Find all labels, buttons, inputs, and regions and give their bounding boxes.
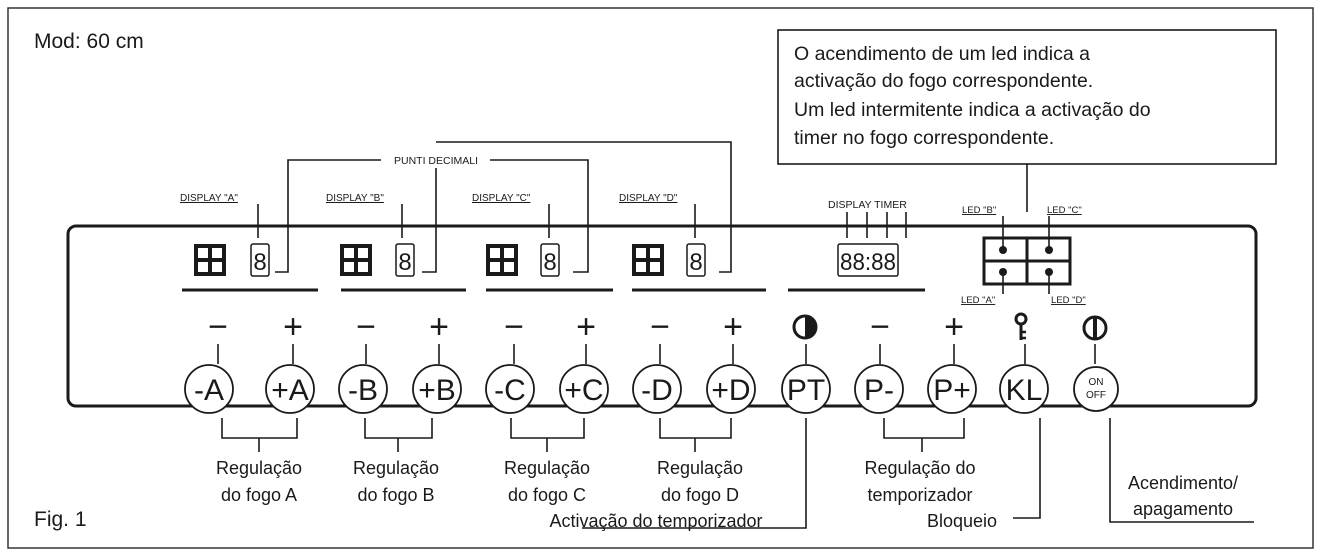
button-minus-c-label: -C xyxy=(494,374,526,407)
caption-power-2: apagamento xyxy=(1133,499,1233,519)
caption-fire-a-1: Regulação xyxy=(216,458,302,478)
display-timer: 88:88 xyxy=(837,243,899,277)
caption-power-1: Acendimento/ xyxy=(1128,473,1238,493)
caption-fire-d-1: Regulação xyxy=(657,458,743,478)
display-c-label: DISPLAY "C" xyxy=(472,193,531,204)
info-line-2: activação do fogo correspondente. xyxy=(794,70,1093,92)
display-d-digit xyxy=(686,243,706,277)
button-on-label: ON xyxy=(1089,377,1104,388)
button-kl-label: KL xyxy=(1006,374,1043,407)
caption-fire-d-2: do fogo D xyxy=(661,485,739,505)
display-b-digit xyxy=(395,243,415,277)
button-plus-b-label: +B xyxy=(418,374,456,407)
led-d-label: LED "D" xyxy=(1051,295,1086,306)
display-timer-digits xyxy=(837,243,899,277)
button-on-off[interactable]: ON OFF xyxy=(1073,366,1119,412)
plus-d-symbol[interactable]: + xyxy=(723,308,743,346)
button-pt-label: PT xyxy=(787,374,825,407)
plus-b-symbol[interactable]: + xyxy=(429,308,449,346)
dp-leader-d xyxy=(436,141,732,273)
button-minus-d-label: -D xyxy=(641,374,673,407)
caption-fire-c-2: do fogo C xyxy=(508,485,586,505)
dp-leader-b xyxy=(422,168,437,273)
display-b: 8 xyxy=(340,243,415,277)
button-minus-a-label: -A xyxy=(194,374,224,407)
button-pt[interactable]: PT xyxy=(781,364,831,414)
button-minus-a[interactable]: -A xyxy=(184,364,234,414)
info-box xyxy=(777,29,1277,165)
button-plus-d-label: +D xyxy=(711,374,750,407)
display-timer-value: 88:88 xyxy=(840,249,896,276)
plus-a-symbol[interactable]: + xyxy=(283,308,303,346)
plus-c-symbol[interactable]: + xyxy=(576,308,596,346)
minus-d-symbol[interactable]: − xyxy=(650,308,670,346)
display-b-label: DISPLAY "B" xyxy=(326,193,384,204)
button-p-minus[interactable]: P- xyxy=(854,364,904,414)
led-c-label: LED "C" xyxy=(1047,205,1082,216)
caption-timer-reg-1: Regulação do xyxy=(864,458,975,478)
button-plus-b[interactable]: +B xyxy=(412,364,462,414)
display-a: 8 xyxy=(194,243,270,277)
button-plus-d[interactable]: +D xyxy=(706,364,756,414)
led-b-label: LED "B" xyxy=(962,205,996,216)
power-icon[interactable] xyxy=(1082,315,1108,341)
caption-lock: Bloqueio xyxy=(927,511,997,531)
button-plus-c[interactable]: +C xyxy=(559,364,609,414)
key-icon[interactable] xyxy=(1014,312,1028,340)
info-line-1: O acendimento de um led indica a xyxy=(794,43,1090,65)
caption-fire-b-1: Regulação xyxy=(353,458,439,478)
dp-leader-c xyxy=(490,159,589,273)
button-kl[interactable]: KL xyxy=(999,364,1049,414)
button-minus-b[interactable]: -B xyxy=(338,364,388,414)
caption-fire-a-2: do fogo A xyxy=(221,485,297,505)
caption-fire-c-1: Regulação xyxy=(504,458,590,478)
button-p-minus-label: P- xyxy=(864,374,894,407)
display-c: 8 xyxy=(486,243,560,277)
button-plus-c-label: +C xyxy=(564,374,603,407)
display-a-label: DISPLAY "A" xyxy=(180,193,238,204)
minus-a-symbol[interactable]: − xyxy=(208,308,228,346)
figure-frame xyxy=(7,7,1314,549)
timer-icon[interactable] xyxy=(792,314,818,340)
led-a-label: LED "A" xyxy=(961,295,995,306)
button-plus-a-label: +A xyxy=(271,374,309,407)
model-label: Mod: 60 cm xyxy=(34,30,144,53)
display-c-digit-value: 8 xyxy=(543,249,556,276)
info-line-3: Um led intermitente indica a activação d… xyxy=(794,99,1151,121)
button-off-label: OFF xyxy=(1086,390,1106,401)
figure-label: Fig. 1 xyxy=(34,508,87,531)
caption-fire-b-2: do fogo B xyxy=(357,485,434,505)
button-minus-c[interactable]: -C xyxy=(485,364,535,414)
caption-timer-activation: Activação do temporizador xyxy=(549,511,762,531)
display-a-digit xyxy=(250,243,270,277)
dp-leader-a xyxy=(275,159,381,273)
minus-c-symbol[interactable]: − xyxy=(504,308,524,346)
display-c-digit xyxy=(540,243,560,277)
display-d-label: DISPLAY "D" xyxy=(619,193,678,204)
display-a-digit-value: 8 xyxy=(253,249,266,276)
display-d-digit-value: 8 xyxy=(689,249,702,276)
minus-timer-symbol[interactable]: − xyxy=(870,308,890,346)
display-b-digit-value: 8 xyxy=(398,249,411,276)
button-plus-a[interactable]: +A xyxy=(265,364,315,414)
button-minus-d[interactable]: -D xyxy=(632,364,682,414)
button-p-plus-label: P+ xyxy=(933,374,971,407)
info-line-4: timer no fogo correspondente. xyxy=(794,127,1054,149)
decimal-points-label: PUNTI DECIMALI xyxy=(394,155,478,167)
caption-timer-reg-2: temporizador xyxy=(867,485,972,505)
plus-timer-symbol[interactable]: + xyxy=(944,308,964,346)
minus-b-symbol[interactable]: − xyxy=(356,308,376,346)
button-minus-b-label: -B xyxy=(348,374,378,407)
display-d: 8 xyxy=(632,243,706,277)
button-p-plus[interactable]: P+ xyxy=(927,364,977,414)
display-timer-label: DISPLAY TIMER xyxy=(828,199,907,211)
